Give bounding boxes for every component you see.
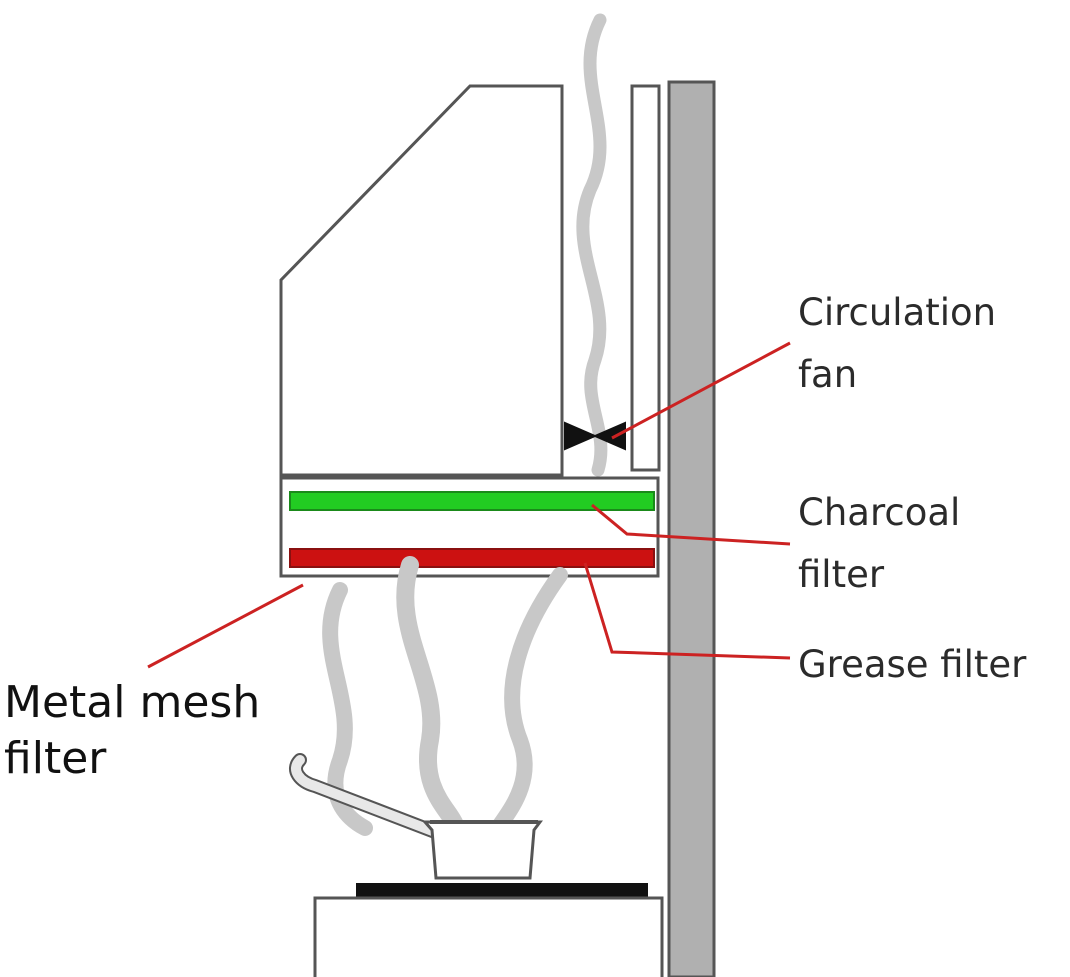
label-grease-filter: Grease filter <box>798 634 1026 696</box>
cooker-unit <box>313 896 664 977</box>
leader-grease-filter <box>583 562 791 660</box>
label-charcoal-filter-line2: filter <box>798 553 885 596</box>
leader-charcoal-filter <box>591 503 791 546</box>
leader-circulation-fan <box>611 341 791 440</box>
charcoal-filter <box>289 491 655 511</box>
label-circulation-fan-line1: Circulation <box>798 291 997 334</box>
smoke-icon <box>322 13 608 836</box>
label-charcoal-filter-line1: Charcoal <box>798 491 961 534</box>
leader-metal-mesh-filter <box>147 583 304 669</box>
saucepan-icon <box>289 753 543 880</box>
label-grease-filter-line1: Grease filter <box>798 643 1027 686</box>
grease-filter <box>289 548 655 568</box>
label-metal-mesh-filter-line2: filter <box>4 733 107 784</box>
label-circulation-fan: Circulation fan <box>798 282 996 406</box>
label-charcoal-filter: Charcoal filter <box>798 482 960 606</box>
leader-lines <box>147 341 791 669</box>
label-metal-mesh-filter-line1: Metal mesh <box>4 677 261 728</box>
label-circulation-fan-line2: fan <box>798 353 858 396</box>
duct-panel <box>630 84 661 472</box>
fan-icon <box>564 421 626 451</box>
hood-body <box>279 84 564 477</box>
hob-plate <box>356 883 648 898</box>
wall <box>667 80 716 977</box>
label-metal-mesh-filter: Metal mesh filter <box>4 675 260 787</box>
